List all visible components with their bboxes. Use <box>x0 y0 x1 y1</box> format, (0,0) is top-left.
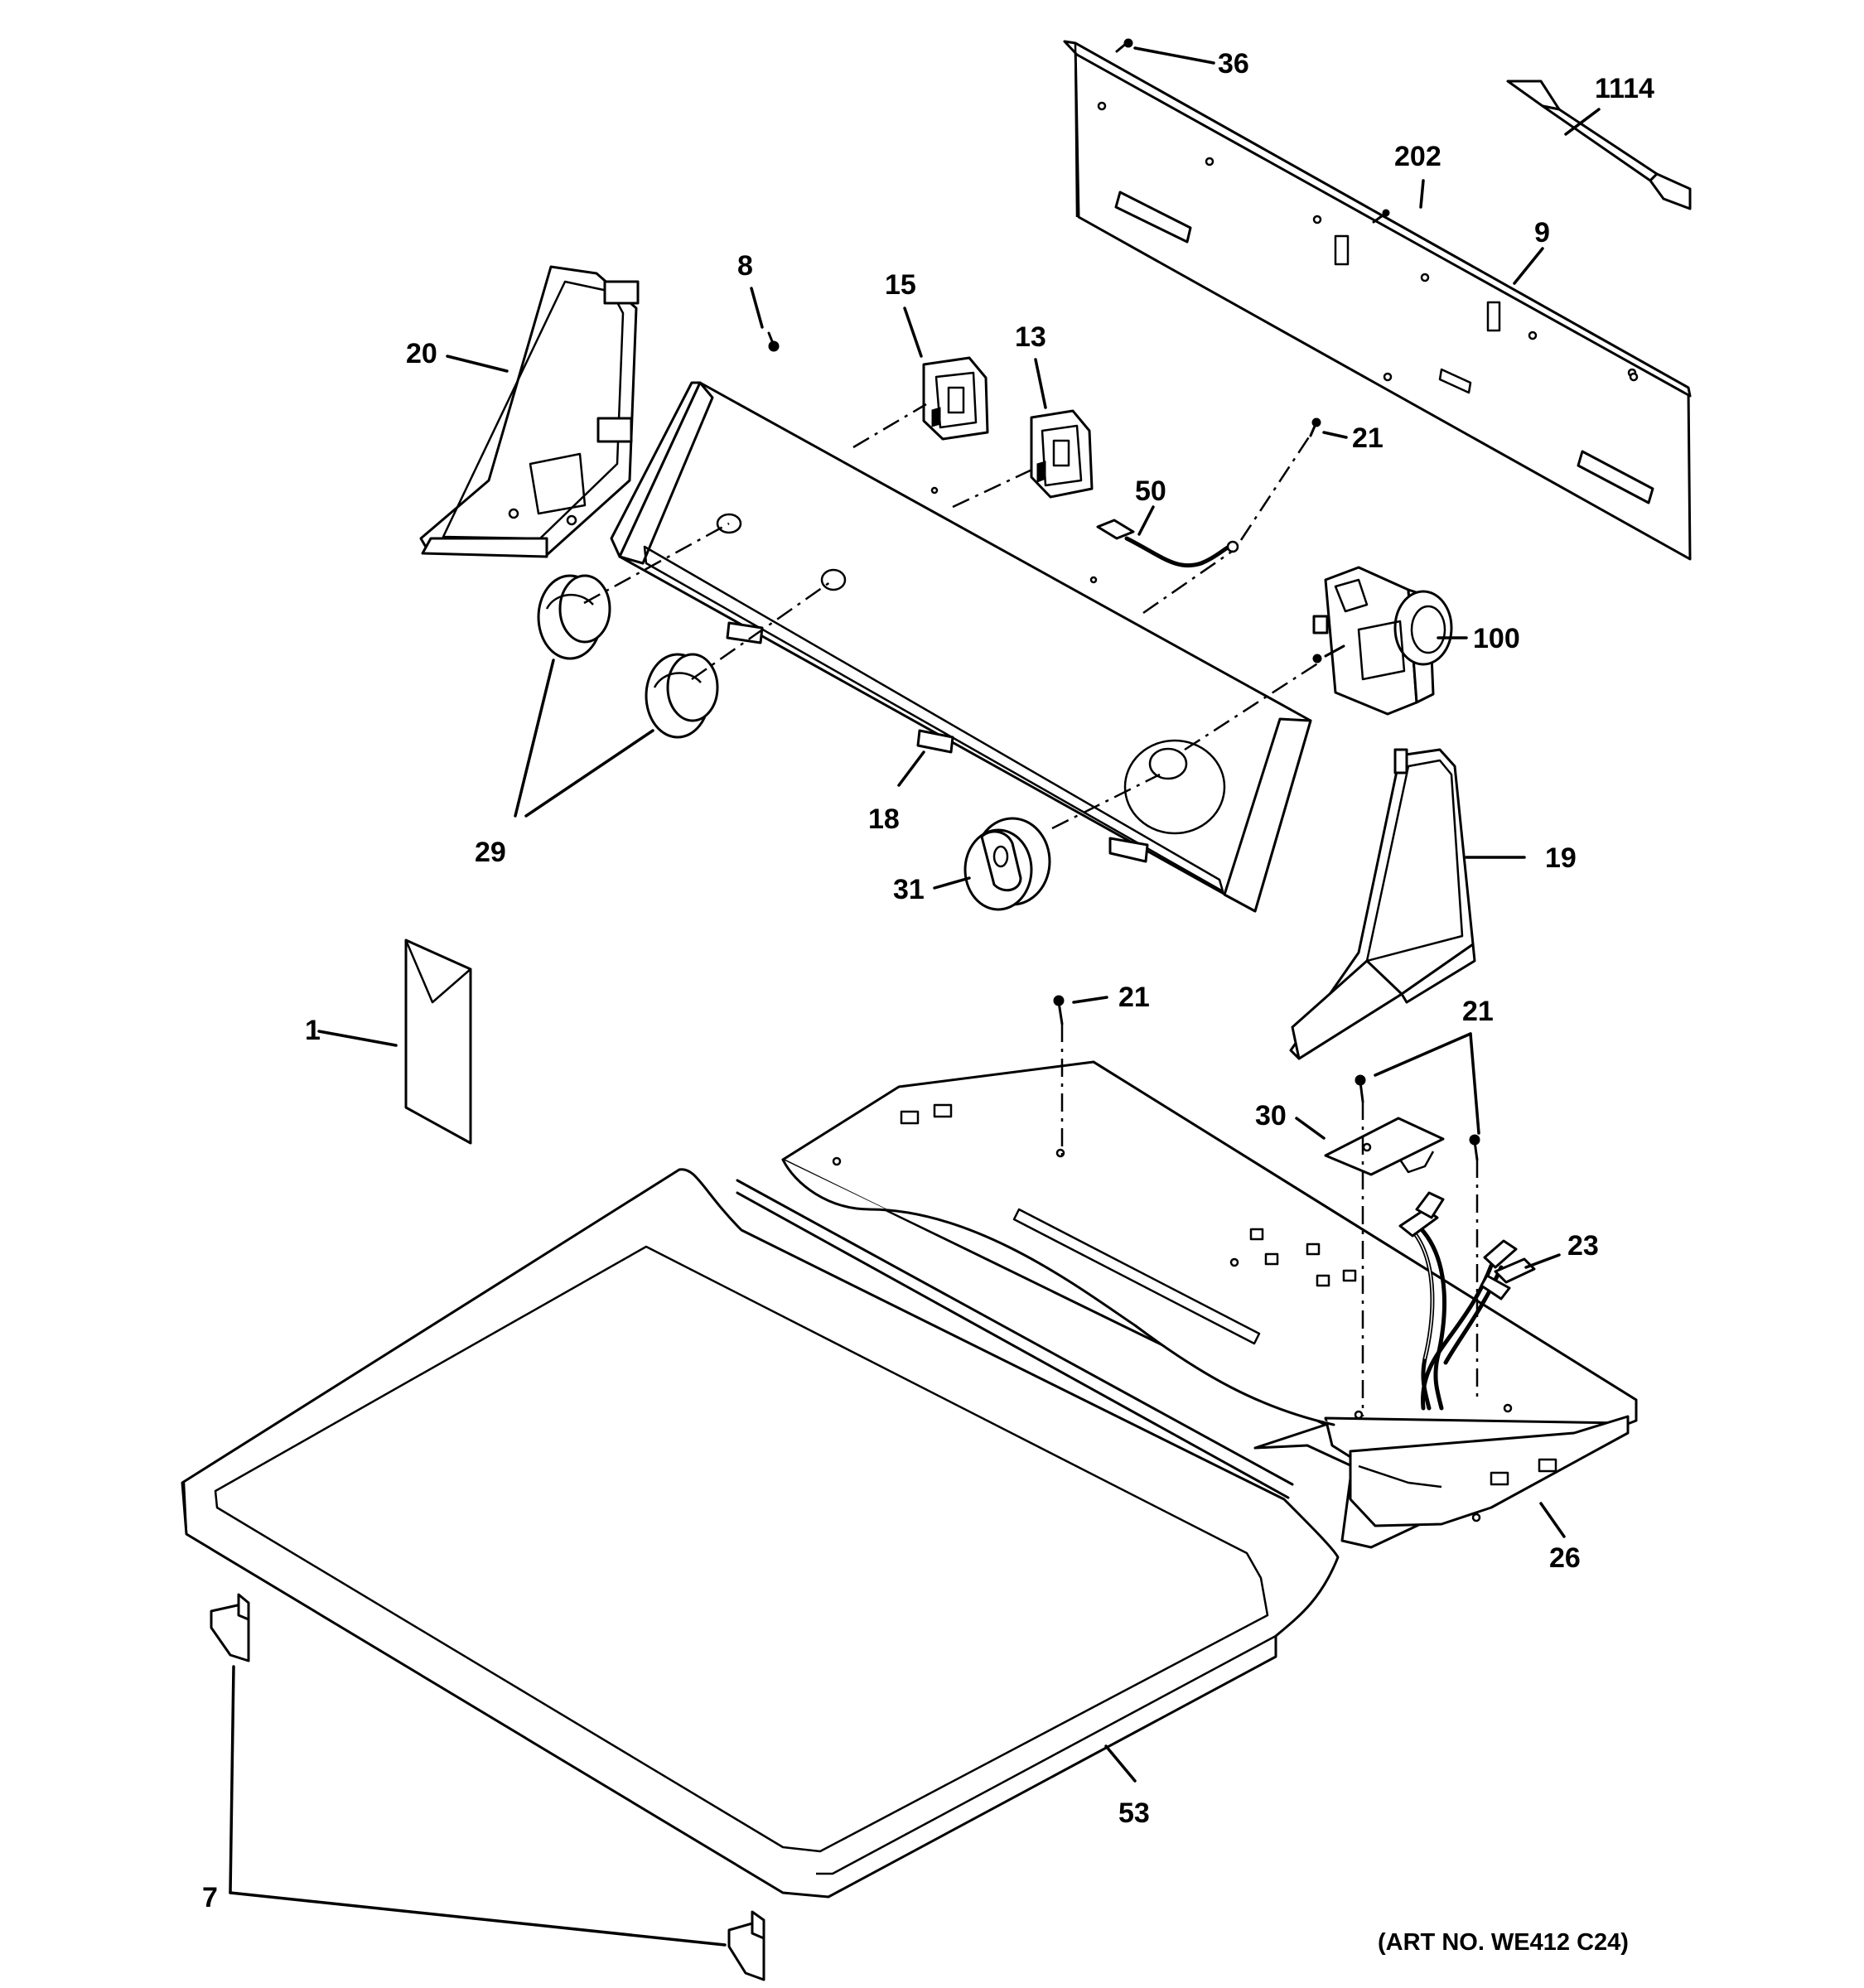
screw-part-36[interactable] <box>1115 38 1133 53</box>
wire-harness-part-23[interactable] <box>1398 1191 1536 1411</box>
screw-part-21-right-a[interactable] <box>1355 1074 1366 1103</box>
callout-1: 1 <box>305 1015 321 1046</box>
knob-part-29-lower[interactable] <box>645 653 719 739</box>
callout-50: 50 <box>1135 475 1166 507</box>
callout-8: 8 <box>737 250 753 282</box>
support-part-26[interactable] <box>781 1060 1638 1549</box>
screw-part-21-top[interactable] <box>1309 417 1321 437</box>
callout-21-right: 21 <box>1462 996 1494 1027</box>
knob-part-31[interactable] <box>963 817 1051 911</box>
callout-30: 30 <box>1255 1100 1287 1132</box>
clip-part-7-right[interactable] <box>727 1910 765 1981</box>
callout-202: 202 <box>1394 141 1441 172</box>
end-cap-part-20[interactable] <box>419 265 640 558</box>
end-cap-part-19[interactable] <box>1289 748 1476 1060</box>
callout-36: 36 <box>1218 48 1249 80</box>
switch-part-13[interactable] <box>1030 409 1094 499</box>
callout-53: 53 <box>1118 1797 1150 1829</box>
alignment-lines <box>583 403 1479 1416</box>
callout-26: 26 <box>1549 1542 1581 1574</box>
main-top-part-53[interactable] <box>181 1168 1340 1899</box>
switch-part-15[interactable] <box>922 356 989 441</box>
bracket-part-30[interactable] <box>1324 1117 1445 1176</box>
callout-13: 13 <box>1015 321 1046 353</box>
wire-harness-part-50[interactable] <box>1096 519 1239 568</box>
control-panel[interactable] <box>610 381 1312 913</box>
callout-20: 20 <box>406 338 437 369</box>
art-number: (ART NO. WE412 C24) <box>1378 1929 1629 1956</box>
callout-9: 9 <box>1534 217 1550 248</box>
screw-part-21-right-b[interactable] <box>1469 1134 1480 1161</box>
callout-1114: 1114 <box>1595 73 1654 104</box>
callout-21-mid: 21 <box>1118 982 1150 1013</box>
callout-19: 19 <box>1545 842 1577 874</box>
callout-15: 15 <box>885 269 916 301</box>
screw-part-8[interactable] <box>767 331 780 352</box>
timer-part-100[interactable] <box>1312 566 1453 716</box>
knob-part-29-upper[interactable] <box>537 574 611 660</box>
screw-part-202[interactable] <box>1372 209 1390 224</box>
screw-part-21-mid[interactable] <box>1053 995 1065 1025</box>
callout-23: 23 <box>1567 1230 1599 1262</box>
callout-21-top: 21 <box>1352 422 1384 454</box>
callout-100: 100 <box>1473 623 1520 654</box>
manual-part-1[interactable] <box>404 939 472 1145</box>
callout-31: 31 <box>893 874 925 905</box>
bracket-part-1114[interactable] <box>1506 80 1692 210</box>
callout-7: 7 <box>202 1882 218 1913</box>
clip-part-7-left[interactable] <box>210 1593 250 1662</box>
callout-29: 29 <box>475 837 506 868</box>
callout-18: 18 <box>868 803 900 835</box>
leader-lines <box>229 46 1601 1947</box>
